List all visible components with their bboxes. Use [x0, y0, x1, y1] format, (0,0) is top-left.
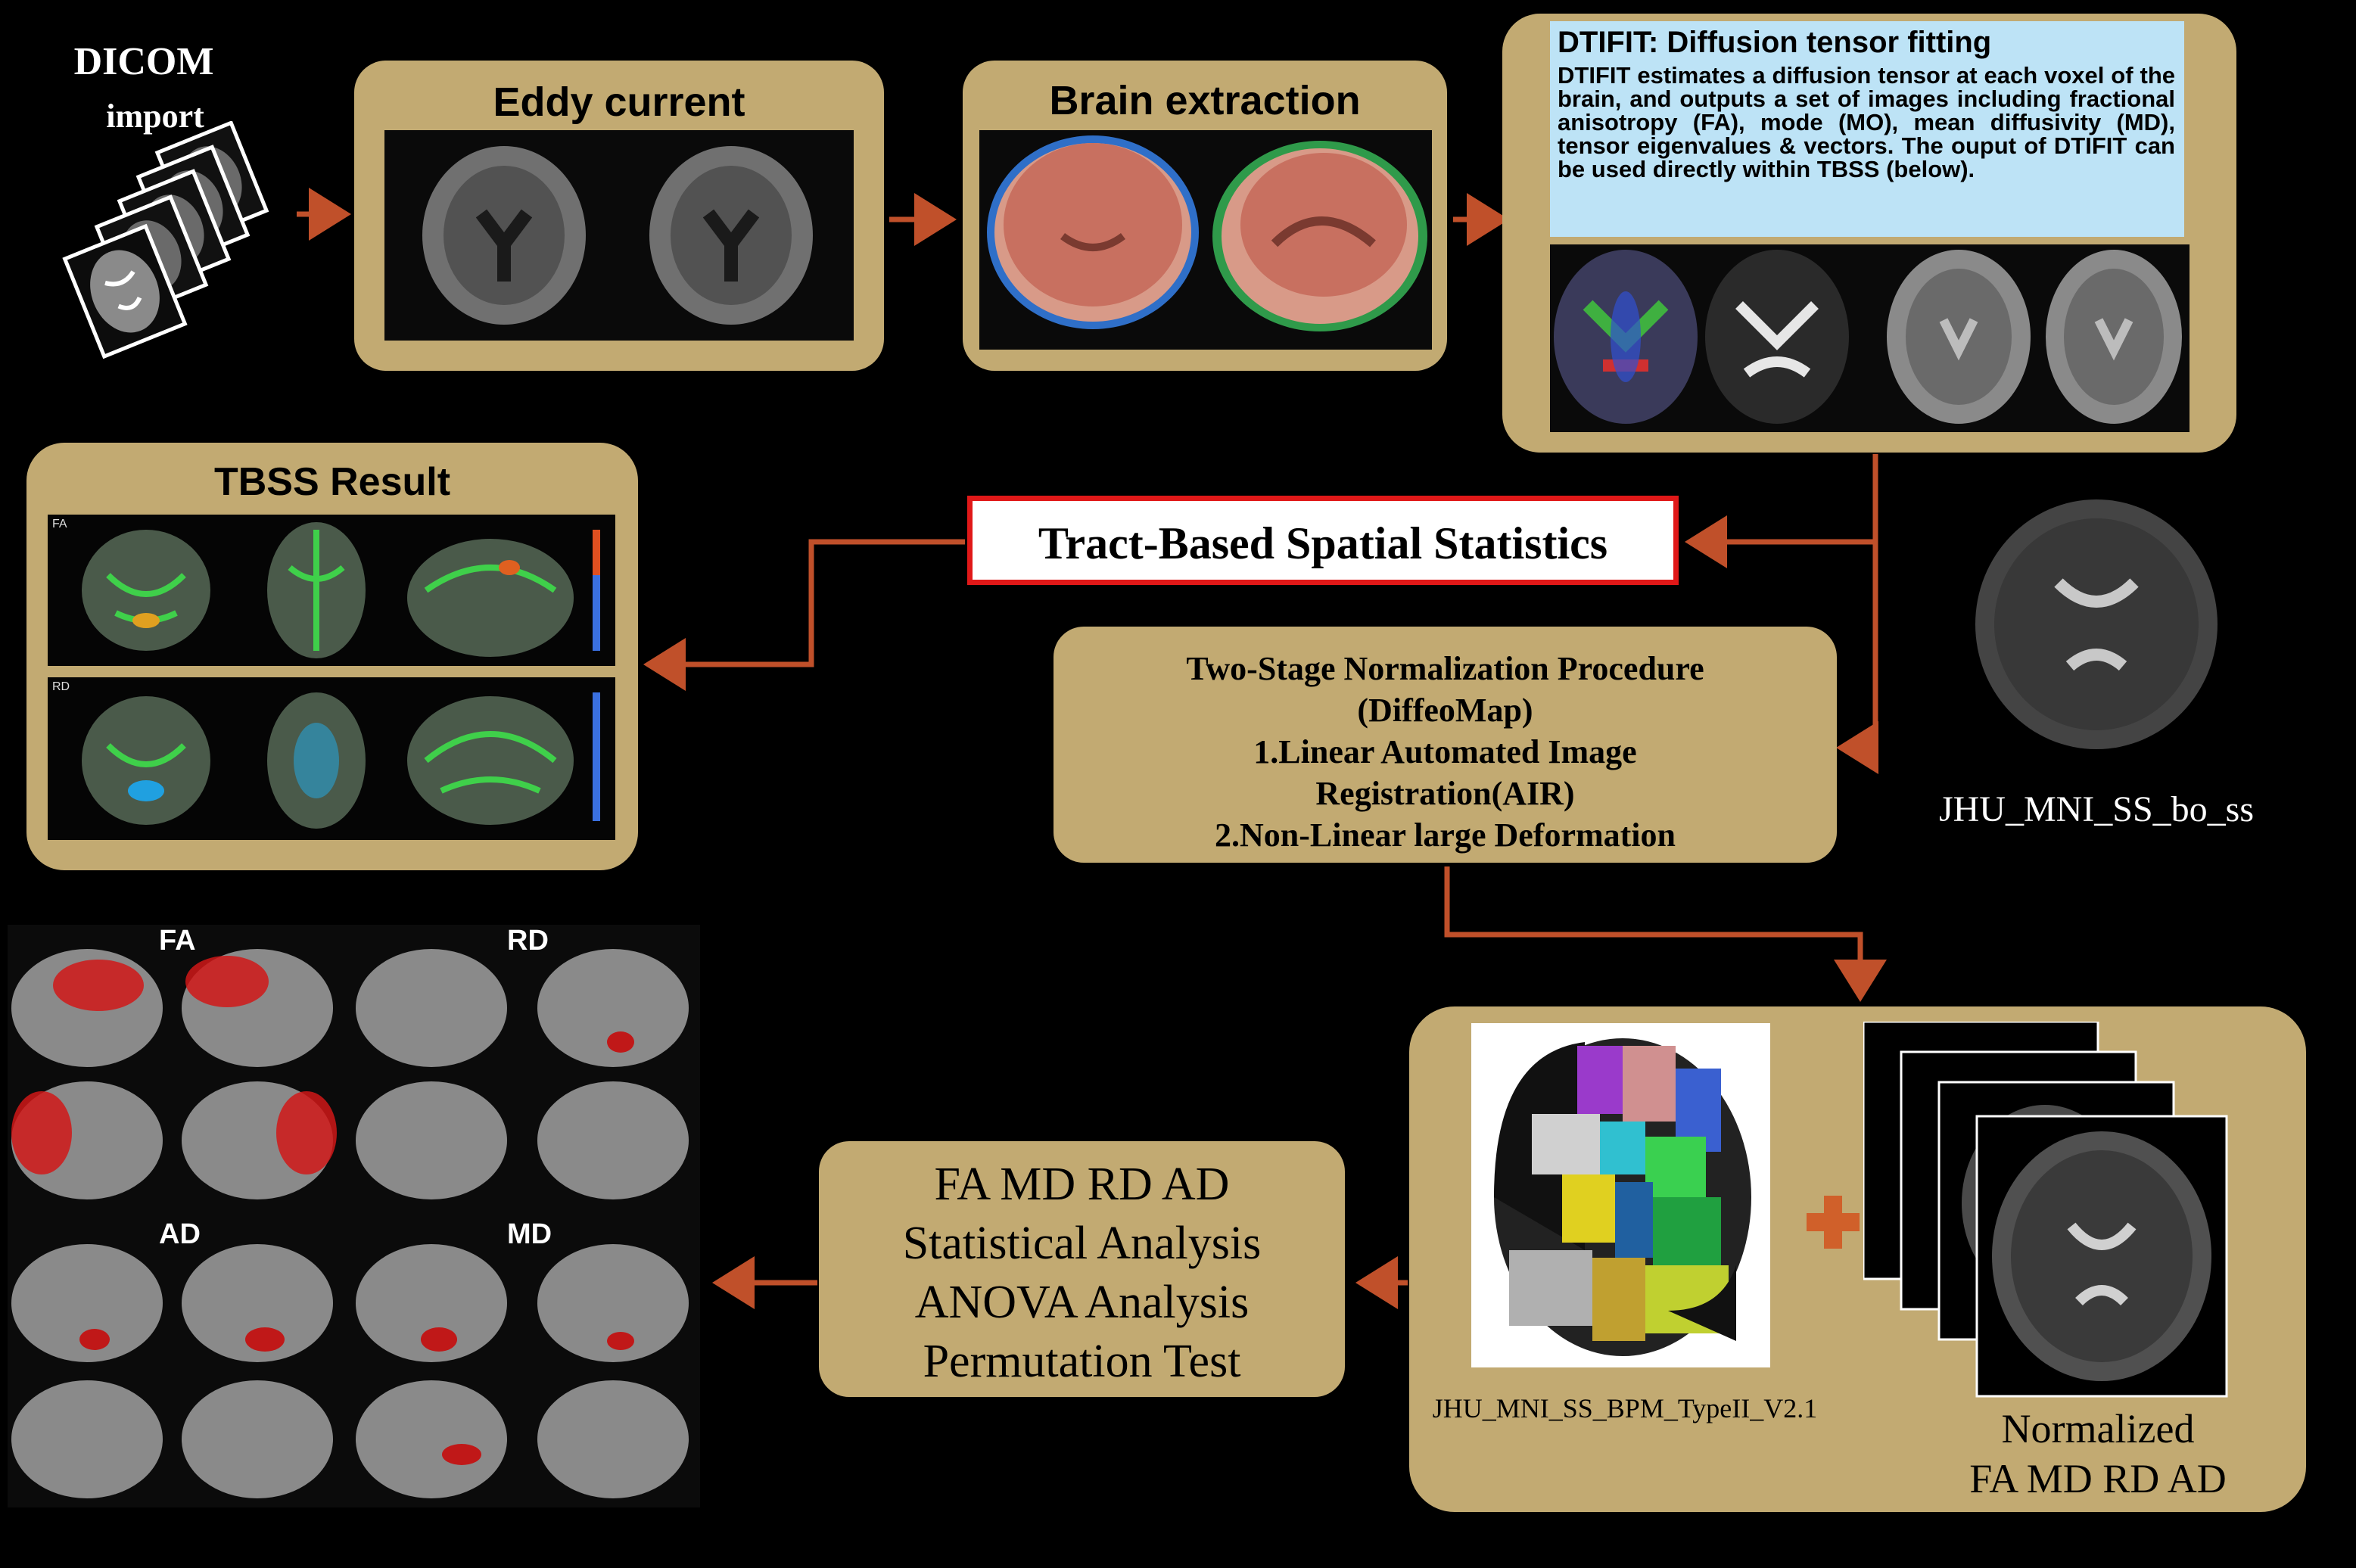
- brain-extraction-slices: [987, 135, 1427, 331]
- analysis-text: FA MD RD AD Statistical Analysis ANOVA A…: [819, 1155, 1345, 1391]
- tbss-result-rd-images: [82, 692, 600, 829]
- atlas-parcellation-image: [1494, 1038, 1751, 1356]
- template-brain-image: [1975, 499, 2218, 749]
- brain-extraction-box: Brain extraction: [963, 61, 1447, 371]
- brain-extraction-images: [979, 130, 1432, 350]
- analysis-box: FA MD RD AD Statistical Analysis ANOVA A…: [819, 1141, 1345, 1397]
- brain-extraction-title: Brain extraction: [1049, 78, 1361, 123]
- atlas-image-panel: [1471, 1023, 1770, 1367]
- results-label-fa: FA: [159, 925, 196, 957]
- tbss-result-fa-row: FA: [48, 515, 615, 666]
- dicom-subtitle: import: [106, 98, 204, 135]
- results-label-md: MD: [507, 1218, 552, 1250]
- analysis-line-1: FA MD RD AD: [934, 1159, 1230, 1210]
- eddy-current-title: Eddy current: [493, 79, 745, 125]
- analysis-line-3: ANOVA Analysis: [914, 1277, 1250, 1328]
- dtifit-description: DTIFIT estimates a diffusion tensor at e…: [1558, 62, 2175, 182]
- tbss-result-fa-images: [82, 522, 600, 658]
- dicom-title: DICOM: [73, 40, 214, 83]
- template-label: JHU_MNI_SS_bo_ss: [1938, 789, 2255, 829]
- normalization-line-5: 2.Non-Linear large Deformation: [1215, 817, 1676, 854]
- normalization-box: Two-Stage Normalization Procedure (Diffe…: [1054, 627, 1837, 863]
- dtifit-output-maps: [1550, 244, 2189, 432]
- normalized-label-line-2: FA MD RD AD: [1969, 1456, 2227, 1501]
- fa-row-2: [11, 1081, 689, 1199]
- normalization-line-1: Two-Stage Normalization Procedure: [1186, 650, 1704, 687]
- plus-icon: [1807, 1196, 1860, 1249]
- normalized-map-stack: [1863, 1022, 2228, 1398]
- dtifit-title: DTIFIT: Diffusion tensor fitting: [1558, 26, 1992, 59]
- analysis-line-4: Permutation Test: [923, 1336, 1241, 1387]
- arrow-dtifit-to-normalization: [1836, 542, 1878, 774]
- normalization-text: Two-Stage Normalization Procedure (Diffe…: [1054, 648, 1837, 856]
- atlas-label: JHU_MNI_SS_BPM_TypeII_V2.1: [1432, 1393, 1818, 1423]
- dtifit-map-images: [1554, 250, 2182, 424]
- dtifit-description-panel: DTIFIT: Diffusion tensor fitting DTIFIT …: [1550, 21, 2184, 237]
- results-grid: FA RD AD MD: [8, 925, 700, 1507]
- dtifit-box: DTIFIT: Diffusion tensor fitting DTIFIT …: [1502, 14, 2236, 453]
- eddy-current-box: Eddy current: [354, 61, 884, 371]
- tbss-result-rd-row: RD: [48, 677, 615, 840]
- ad-row-2: [11, 1380, 689, 1498]
- results-brain-renders: [11, 949, 689, 1498]
- dicom-slice-stack: [62, 121, 269, 359]
- tbss-node: Tract-Based Spatial Statistics: [967, 496, 1679, 585]
- normalized-label: Normalized FA MD RD AD: [1924, 1404, 2272, 1504]
- arrow-dtifit-to-tbss: [1685, 454, 1878, 568]
- eddy-current-images: [384, 130, 854, 341]
- normalized-label-line-1: Normalized: [2001, 1406, 2195, 1451]
- normalization-line-3: 1.Linear Automated Image: [1253, 733, 1637, 770]
- tbss-result-rd-tag: RD: [52, 680, 70, 693]
- arrow-tbss-to-result: [643, 539, 965, 691]
- analysis-line-2: Statistical Analysis: [902, 1218, 1262, 1269]
- tbss-result-box: TBSS Result FA RD: [26, 443, 638, 870]
- results-label-ad: AD: [159, 1218, 201, 1250]
- tbss-result-fa-tag: FA: [52, 518, 67, 530]
- tbss-label: Tract-Based Spatial Statistics: [1038, 518, 1608, 568]
- results-label-rd: RD: [507, 925, 549, 957]
- eddy-brain-slices: [422, 146, 813, 325]
- normalization-line-4: Registration(AIR): [1315, 775, 1575, 812]
- ad-row-1: [11, 1244, 689, 1362]
- arrow-normalization-to-normalized: [1444, 866, 1887, 1002]
- normalization-line-2: (DiffeoMap): [1357, 692, 1533, 729]
- fa-row-1: [11, 949, 689, 1067]
- normalized-box: JHU_MNI_SS_BPM_TypeII_V2.1 Normalized FA…: [1409, 1006, 2306, 1512]
- tbss-result-title: TBSS Result: [213, 460, 451, 504]
